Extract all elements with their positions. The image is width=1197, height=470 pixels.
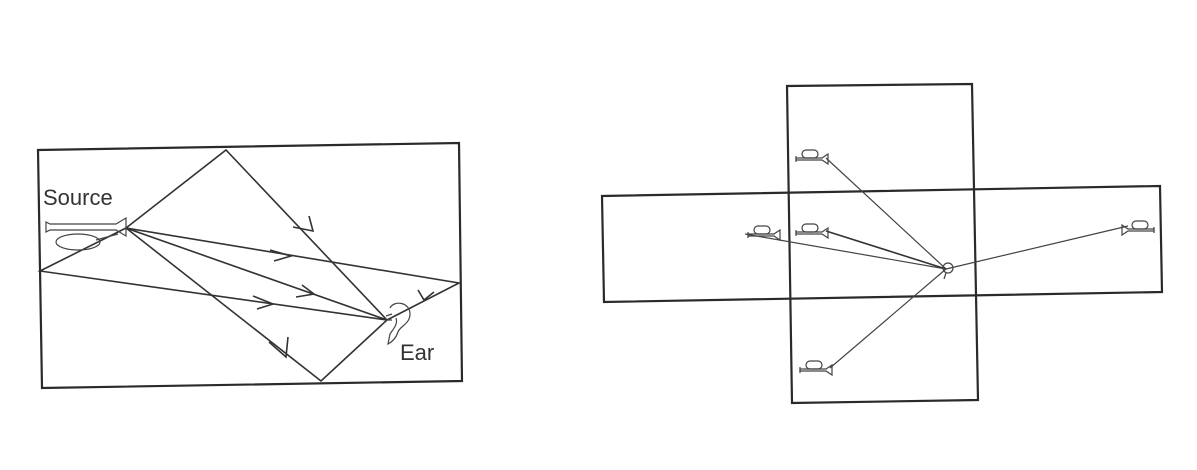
image-source-trumpet-icon — [799, 360, 833, 377]
arrowhead — [268, 336, 289, 359]
image-source-trumpet-icon — [795, 149, 829, 166]
ear-icon — [385, 302, 411, 346]
path-left-image — [744, 233, 947, 270]
image-source-trumpet-icon — [1121, 220, 1155, 237]
room-reflection-diagram: Source Ear — [36, 141, 464, 390]
path-bottom-image — [829, 268, 947, 369]
image-source-trumpet-icon — [747, 225, 781, 242]
path-right-image — [945, 225, 1129, 270]
arrowhead — [269, 249, 294, 262]
listener-icon — [942, 262, 954, 280]
arrowhead — [295, 284, 316, 298]
ray-bottom-reflection — [125, 227, 388, 383]
ray-right-reflection — [125, 227, 462, 321]
image-room-horizontal — [600, 184, 1164, 304]
trumpet-icon — [45, 216, 127, 251]
image-source-paths — [744, 157, 1129, 369]
ray-direct — [125, 227, 388, 321]
arrowhead — [252, 295, 276, 310]
source-label: Source — [43, 185, 113, 210]
arrowhead — [292, 215, 315, 233]
ear-label: Ear — [400, 340, 434, 365]
ray-top-reflection — [125, 148, 388, 321]
room-outline — [36, 141, 464, 390]
path-direct — [825, 230, 947, 270]
arrowhead — [417, 289, 435, 302]
image-source-diagram — [600, 82, 1164, 405]
arrowheads — [252, 215, 435, 359]
path-top-image — [825, 157, 947, 270]
image-source-trumpet-icon — [795, 223, 829, 240]
image-room-vertical — [785, 82, 980, 405]
